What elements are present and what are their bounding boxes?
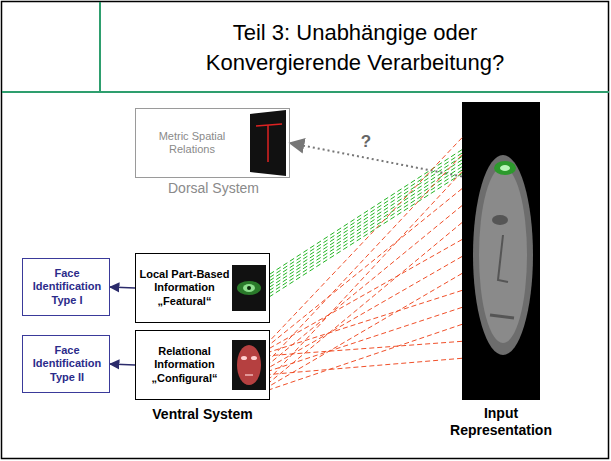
input-image-box: Input Representation xyxy=(462,102,540,400)
connector-arrow xyxy=(290,143,462,177)
connector-arrow xyxy=(110,287,135,288)
featural-box: Local Part-Based Information „Featural“ xyxy=(135,253,270,323)
node-text: Local Part-Based Information „Featural“ xyxy=(138,268,231,308)
input-face-image xyxy=(462,102,540,400)
title-rule xyxy=(2,91,609,93)
configural-image xyxy=(232,340,266,390)
node-text: Metric Spatial Relations xyxy=(142,130,242,156)
configural-box: Relational Information „Configural“ xyxy=(135,330,270,400)
node-text: Face Identification Type II xyxy=(26,344,108,384)
projection-bundle xyxy=(270,138,462,390)
node-text: Face Identification Type I xyxy=(26,267,108,307)
system-heading: Dorsal System xyxy=(106,180,321,196)
edge-label: ? xyxy=(359,133,373,151)
dorsal-box: Metric Spatial RelationsDorsal System xyxy=(135,108,290,178)
system-heading: Ventral System xyxy=(135,406,270,422)
dorsal-panel xyxy=(250,110,286,176)
title-rule xyxy=(99,2,101,92)
slide-title: Teil 3: Unabhängige oder Konvergierende … xyxy=(185,18,525,78)
node-text: Relational Information „Configural“ xyxy=(138,345,231,385)
input-heading: Input Representation xyxy=(441,405,561,439)
connector-arrow xyxy=(110,364,135,365)
featural-image xyxy=(232,265,266,311)
identification-box: Face Identification Type II xyxy=(22,335,110,393)
identification-box: Face Identification Type I xyxy=(22,258,110,316)
